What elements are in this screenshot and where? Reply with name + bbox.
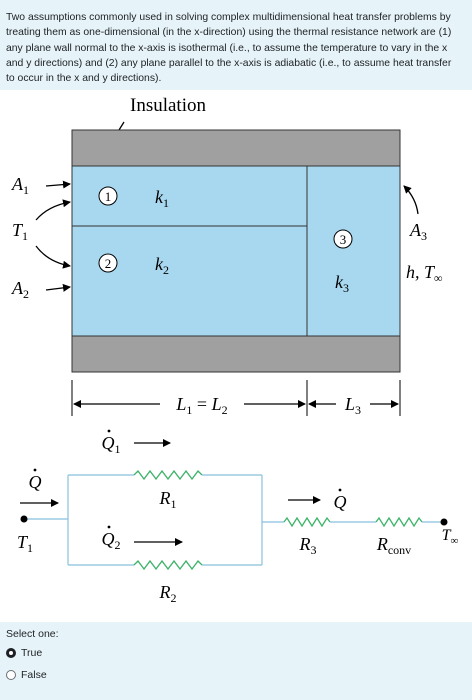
Q-right-dot [338,488,342,492]
option-true[interactable]: True [6,647,42,659]
T1-node-label: T1 [17,532,33,555]
A2-label: A2 [11,278,29,301]
select-one-prompt: Select one: [6,628,59,640]
option-false-label: False [21,669,47,681]
resistor-R3 [283,516,331,528]
layer-2 [71,225,308,337]
Q-right-label: Q [334,492,347,512]
node-T1 [20,515,28,523]
insulation-label: Insulation [130,95,206,116]
bottom-insulation [71,335,401,373]
A1-arrow [45,180,71,189]
layer-1-marker [98,186,118,206]
layer-3-marker [333,229,353,249]
layer-2-marker [98,253,118,273]
k3-label: k3 [335,272,349,295]
layer-3 [306,165,401,337]
R1-label: R1 [159,488,177,511]
R2-label: R2 [159,582,177,605]
Q-total-dot [33,468,37,472]
resistor-R1 [133,469,203,481]
Q1-dot [107,429,111,433]
T1-arrow-upper [35,199,71,221]
option-true-label: True [21,647,43,659]
node-T-inf [440,518,448,526]
L3-label: L3 [344,394,361,417]
k1-label: k1 [155,187,169,210]
radio-true[interactable] [6,648,16,658]
figure: Insulation 1 2 3 k1 k2 k3 A1 T1 [0,90,472,622]
k2-label: k2 [155,254,169,277]
composite-wall-diagram: Insulation 1 2 3 k1 k2 k3 A1 T1 [11,95,459,605]
option-false[interactable]: False [6,669,47,681]
Rconv-label: Rconv [376,534,411,557]
Q-total-label: Q [29,472,42,492]
radio-false[interactable] [6,670,16,680]
T-inf-node-label: T∞ [442,527,459,547]
layer-3-number: 3 [340,232,347,247]
layer-2-number: 2 [105,256,112,271]
resistor-Rconv [375,516,423,528]
question-text: Two assumptions commonly used in solving… [6,12,452,85]
T1-arrow-lower [35,245,71,269]
A1-label: A1 [11,174,29,197]
layer-1-number: 1 [105,189,112,204]
answer-area: Select one: True False [0,620,472,700]
T1-label: T1 [12,220,28,243]
A3-label: A3 [409,220,427,243]
h-T-inf-label: h, T∞ [406,262,443,285]
resistor-R2 [133,559,203,571]
R3-label: R3 [299,534,317,557]
Q2-dot [107,525,111,529]
A3-arrow [403,185,419,215]
L1-L2-label: L1 = L2 [175,394,227,417]
top-insulation [71,129,401,167]
A2-arrow [45,283,71,292]
Q2-label: Q2 [102,529,121,552]
Q1-label: Q1 [102,433,121,456]
